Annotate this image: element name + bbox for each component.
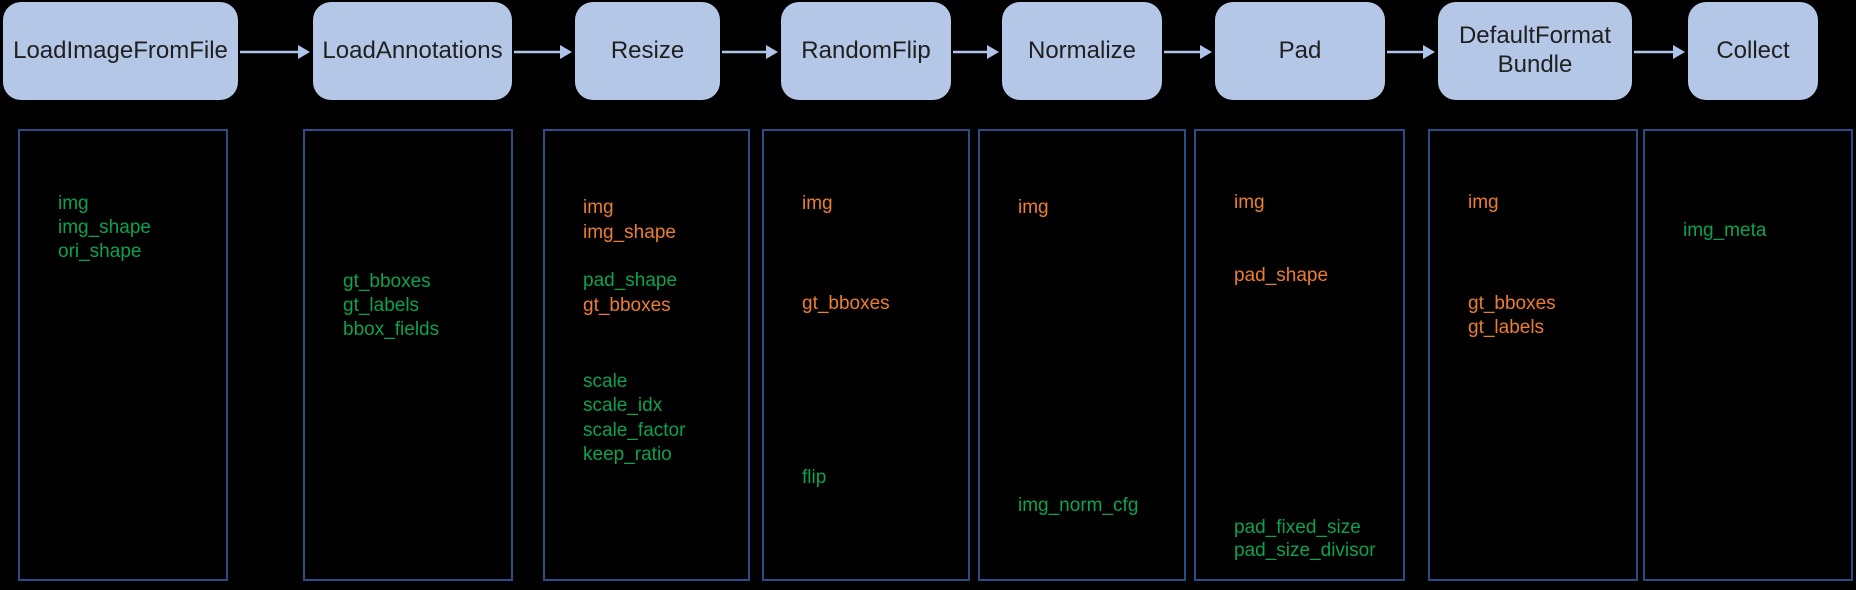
field-bbox_fields: bbox_fields: [343, 319, 440, 340]
field-img_norm_cfg: img_norm_cfg: [1018, 495, 1139, 516]
stage-box-resize: Resize: [575, 2, 720, 100]
stage-box-pad: Pad: [1215, 2, 1385, 100]
field-img: img: [1468, 192, 1499, 213]
field-scale_idx: scale_idx: [583, 395, 663, 416]
stage-box-default-format-bundle: DefaultFormat Bundle: [1438, 2, 1632, 100]
field-gt_bboxes: gt_bboxes: [583, 295, 671, 316]
field-img: img: [583, 197, 614, 218]
field-keep_ratio: keep_ratio: [583, 444, 672, 465]
field-img: img: [1018, 197, 1049, 218]
field-pad_shape: pad_shape: [1234, 265, 1329, 286]
field-img_meta: img_meta: [1683, 220, 1767, 241]
stage-box-normalize: Normalize: [1002, 2, 1162, 100]
stage-panel-normalize: img img_norm_cfg: [978, 129, 1186, 581]
field-gt_bboxes: gt_bboxes: [1468, 293, 1556, 314]
field-pad_fixed_size: pad_fixed_size: [1234, 517, 1361, 538]
arrow-right-icon: [240, 45, 310, 59]
field-pad_shape: pad_shape: [583, 270, 678, 291]
stage-box-load-annotations: LoadAnnotations: [313, 2, 512, 100]
field-img_shape: img_shape: [583, 222, 676, 243]
field-scale: scale: [583, 371, 628, 392]
field-img: img: [58, 193, 89, 214]
arrow-right-icon: [722, 45, 778, 59]
field-flip: flip: [802, 467, 827, 488]
field-gt_labels: gt_labels: [1468, 317, 1545, 338]
arrow-right-icon: [953, 45, 999, 59]
field-gt_bboxes: gt_bboxes: [343, 271, 431, 292]
arrow-right-icon: [1634, 45, 1685, 59]
stage-panel-load-annotations: gt_bboxes gt_labels bbox_fields: [303, 129, 513, 581]
stage-panel-default-format-bundle: img gt_bboxes gt_labels: [1428, 129, 1638, 581]
field-img: img: [802, 193, 833, 214]
field-pad_size_divisor: pad_size_divisor: [1234, 540, 1376, 561]
field-gt_labels: gt_labels: [343, 295, 420, 316]
stage-box-collect: Collect: [1688, 2, 1818, 100]
arrow-right-icon: [1164, 45, 1212, 59]
stage-box-random-flip: RandomFlip: [781, 2, 951, 100]
arrow-right-icon: [1387, 45, 1435, 59]
stage-panel-load-image-from-file: img img_shape ori_shape: [18, 129, 228, 581]
field-ori_shape: ori_shape: [58, 241, 142, 262]
field-gt_bboxes: gt_bboxes: [802, 293, 890, 314]
stage-box-load-image-from-file: LoadImageFromFile: [3, 2, 238, 100]
field-img_shape: img_shape: [58, 217, 151, 238]
stage-panel-collect: img_meta: [1643, 129, 1853, 581]
arrow-right-icon: [514, 45, 572, 59]
field-scale_factor: scale_factor: [583, 420, 686, 441]
field-img: img: [1234, 192, 1265, 213]
